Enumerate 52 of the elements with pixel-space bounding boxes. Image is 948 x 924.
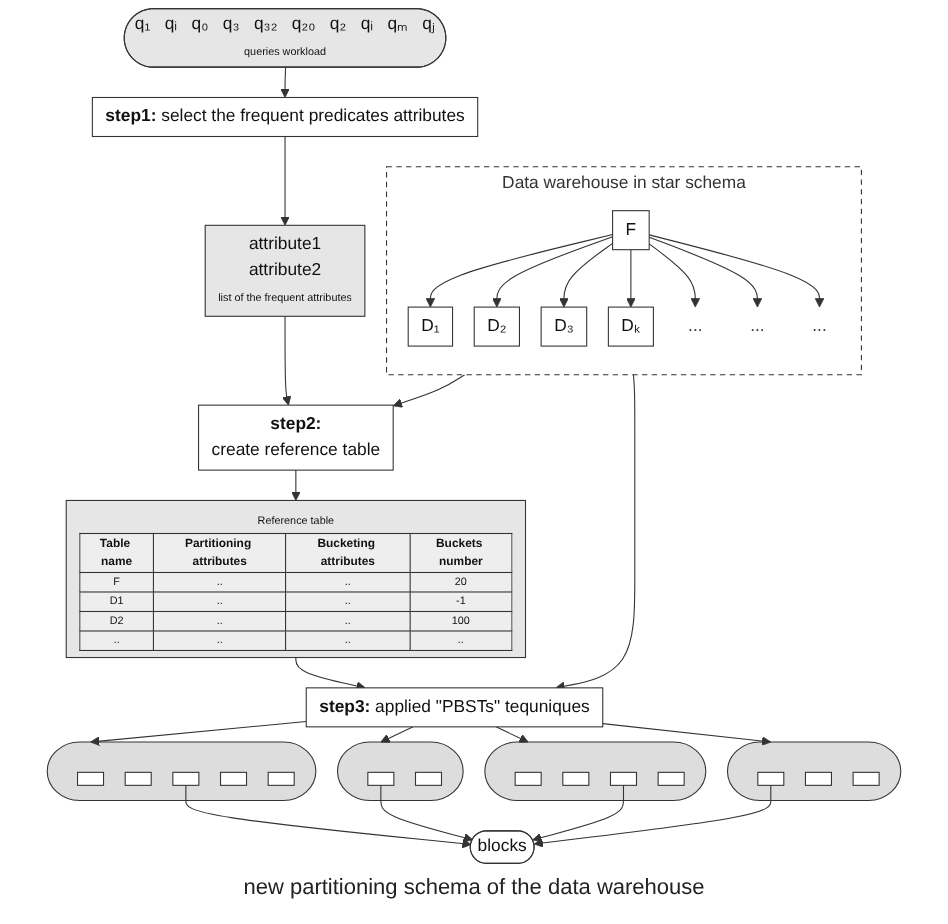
arrow [648, 234, 825, 308]
node-box [414, 771, 443, 786]
node-box [367, 771, 395, 786]
cluster [484, 741, 707, 802]
cluster [726, 741, 902, 802]
node-text: ... [688, 316, 703, 336]
node-box: Dₖ [607, 306, 654, 347]
arrow [380, 726, 414, 743]
node-box: step3: applied "PBSTs" tequniques [305, 687, 604, 728]
node-box [609, 771, 637, 786]
arrow [559, 242, 614, 308]
arrow [380, 784, 474, 843]
node-box [267, 771, 295, 786]
node-box: step2: create reference table [198, 404, 394, 471]
node-box [124, 771, 152, 786]
node-box [220, 771, 248, 786]
node-box: D₁ [407, 306, 454, 347]
arrow [648, 236, 763, 308]
node-box: F [612, 210, 650, 251]
caption-text: new partitioning schema of the data warehouse [243, 876, 705, 900]
arrow [425, 234, 614, 308]
arrow [648, 243, 701, 308]
arrow [533, 784, 772, 848]
arrow [555, 374, 636, 691]
arrow [280, 135, 290, 226]
arrow [280, 67, 290, 98]
node-box [77, 771, 105, 786]
node-text: ... [812, 316, 827, 336]
node-box [514, 771, 542, 786]
arrow [532, 784, 625, 843]
cluster [336, 741, 464, 802]
node-text: ... [750, 316, 765, 336]
arrow [602, 723, 772, 746]
arrow [281, 315, 292, 406]
node-box: D₃ [540, 306, 588, 347]
arrow [291, 469, 301, 501]
node-box: step1: select the frequent predicates attributes [91, 96, 479, 138]
arrow [495, 726, 529, 743]
node-box [562, 771, 590, 786]
arrow [90, 720, 307, 746]
arrow [185, 784, 472, 849]
cluster [46, 741, 317, 802]
node-box [757, 771, 785, 786]
node-box: D₂ [473, 306, 520, 347]
node-box [852, 771, 880, 786]
arrow [392, 374, 466, 408]
arrow [626, 249, 636, 308]
node-box [172, 771, 200, 786]
arrow [492, 236, 614, 308]
arrow [295, 657, 366, 691]
node-box [804, 771, 832, 786]
node-box [657, 771, 685, 786]
